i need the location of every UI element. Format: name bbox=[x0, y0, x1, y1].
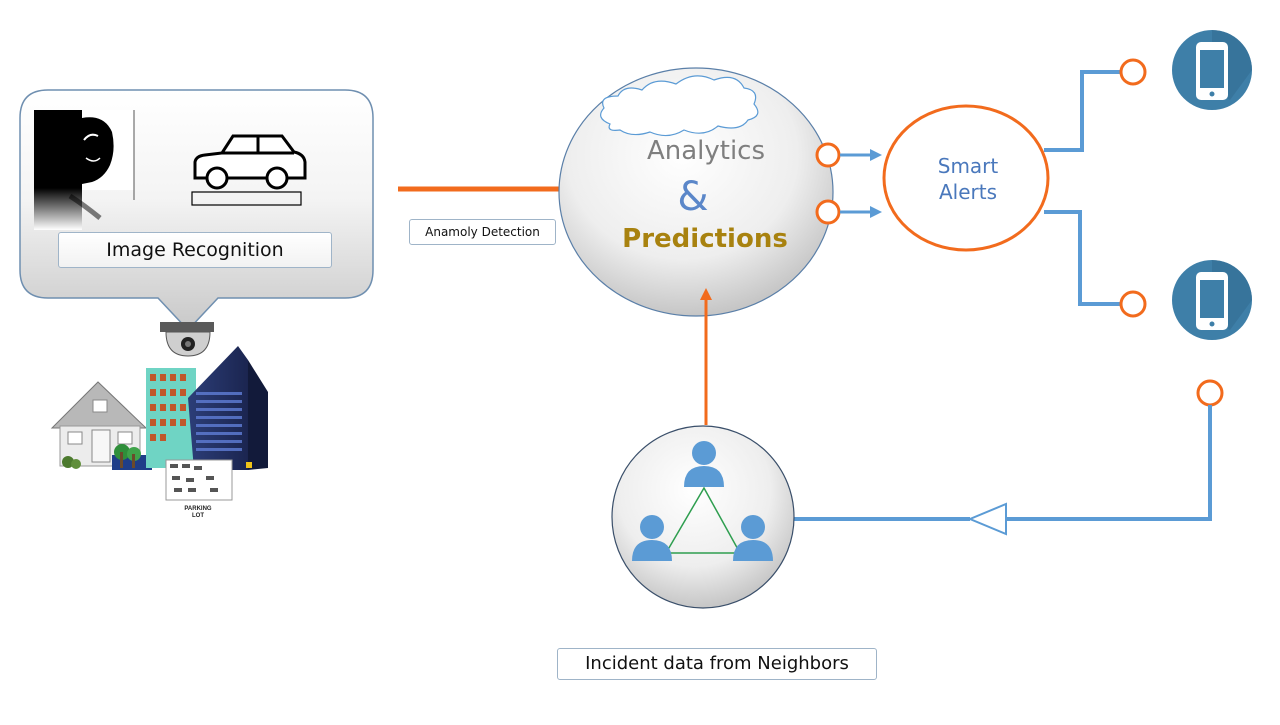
neighbors-feedback-path bbox=[794, 379, 1224, 536]
teal-building bbox=[146, 368, 196, 468]
person-icon-right bbox=[733, 515, 773, 561]
security-camera-icon bbox=[160, 322, 214, 357]
neighbors-circle bbox=[611, 425, 795, 609]
incident-data-label: Incident data from Neighbors bbox=[557, 648, 877, 680]
parking-label-line2: LOT bbox=[192, 513, 204, 519]
cloud-icon bbox=[600, 75, 759, 137]
parking-label-line1: PARKING bbox=[184, 506, 212, 512]
analytics-title: Analytics bbox=[646, 136, 766, 166]
alert-routes bbox=[1044, 70, 1122, 306]
analytics-to-alerts-connectors bbox=[815, 142, 882, 225]
smart-alerts-circle bbox=[882, 104, 1050, 252]
phone-bottom-port bbox=[1119, 290, 1147, 318]
face-image bbox=[34, 110, 135, 230]
network-triangle bbox=[664, 486, 742, 554]
smart-alerts-title: Smart Alerts bbox=[908, 153, 1028, 205]
smart-alerts-line2: Alerts bbox=[938, 180, 998, 204]
predictions-title: Predictions bbox=[622, 224, 788, 254]
person-icon-left bbox=[632, 515, 672, 561]
person-icon-top bbox=[684, 441, 724, 487]
phone-top-port bbox=[1119, 58, 1147, 86]
ampersand: & bbox=[677, 174, 709, 220]
phone-icon-top bbox=[1172, 30, 1252, 110]
image-recognition-label: Image Recognition bbox=[58, 232, 332, 268]
neighbors-to-analytics-arrow bbox=[700, 288, 712, 425]
parking-lot-icon: PARKING LOT bbox=[165, 459, 233, 519]
office-building bbox=[188, 346, 268, 470]
trees-icon bbox=[112, 444, 152, 470]
car-icon bbox=[191, 134, 307, 206]
buildings-illustration: PARKING LOT bbox=[50, 346, 268, 519]
smart-alerts-line1: Smart bbox=[937, 154, 999, 178]
phone-icon-bottom bbox=[1172, 260, 1252, 340]
analytics-sphere bbox=[558, 67, 834, 317]
anomaly-detection-label: Anamoly Detection bbox=[409, 219, 556, 245]
image-recognition-bubble bbox=[19, 89, 374, 332]
